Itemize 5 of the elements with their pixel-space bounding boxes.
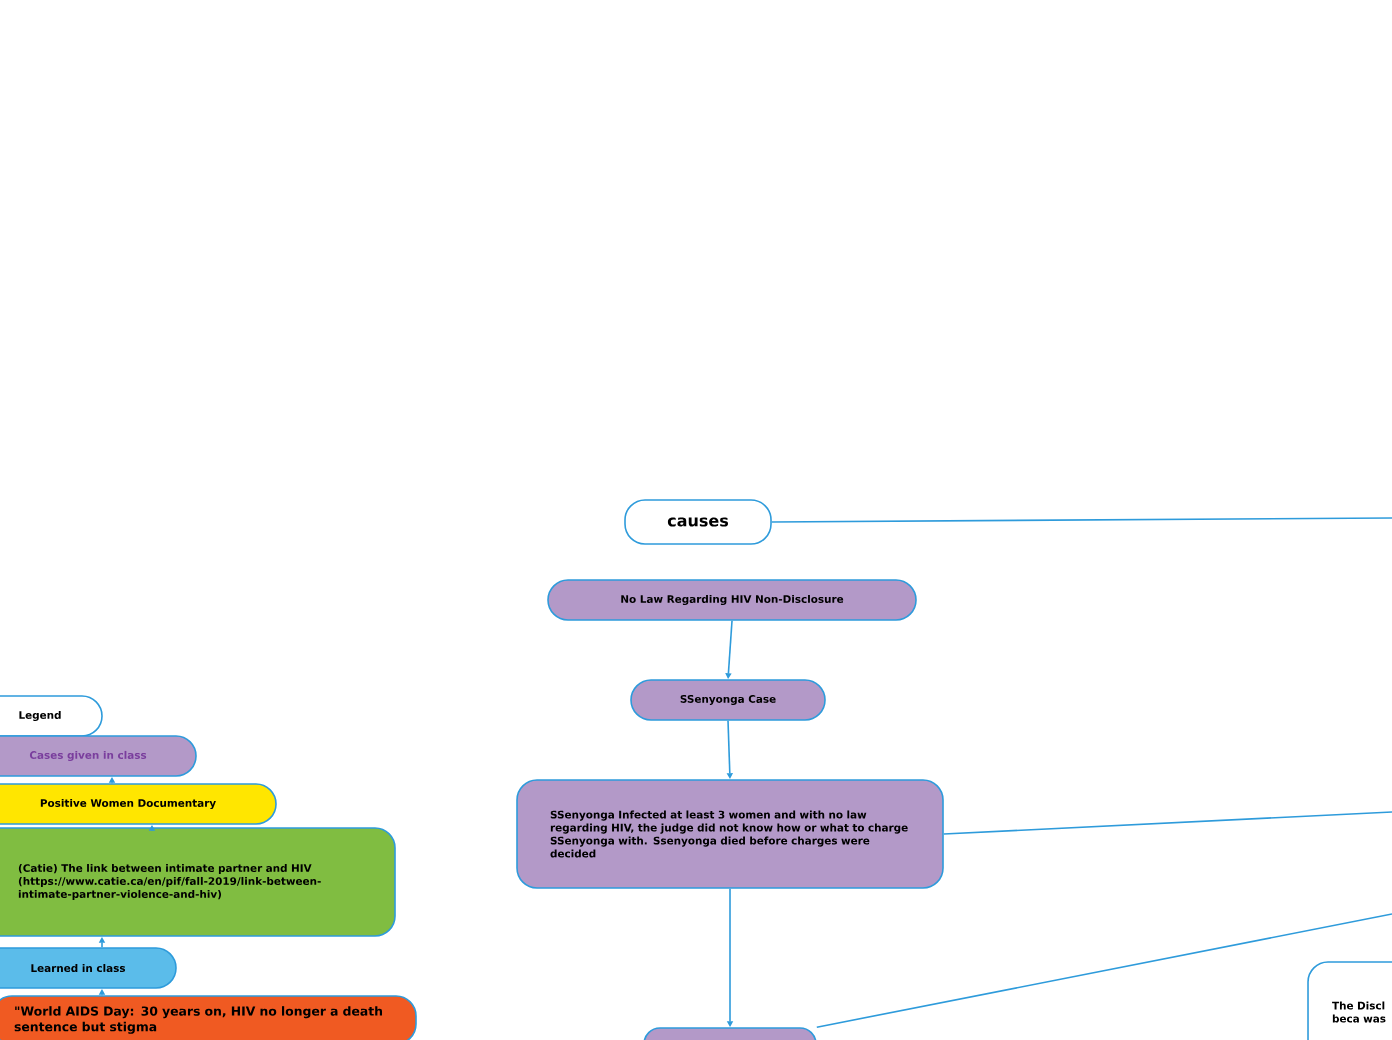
connector-line xyxy=(816,913,1392,1028)
topic-box xyxy=(643,1027,817,1040)
connector-line xyxy=(943,811,1392,835)
topic-box: causes xyxy=(624,499,772,545)
connector-line xyxy=(771,517,1392,523)
